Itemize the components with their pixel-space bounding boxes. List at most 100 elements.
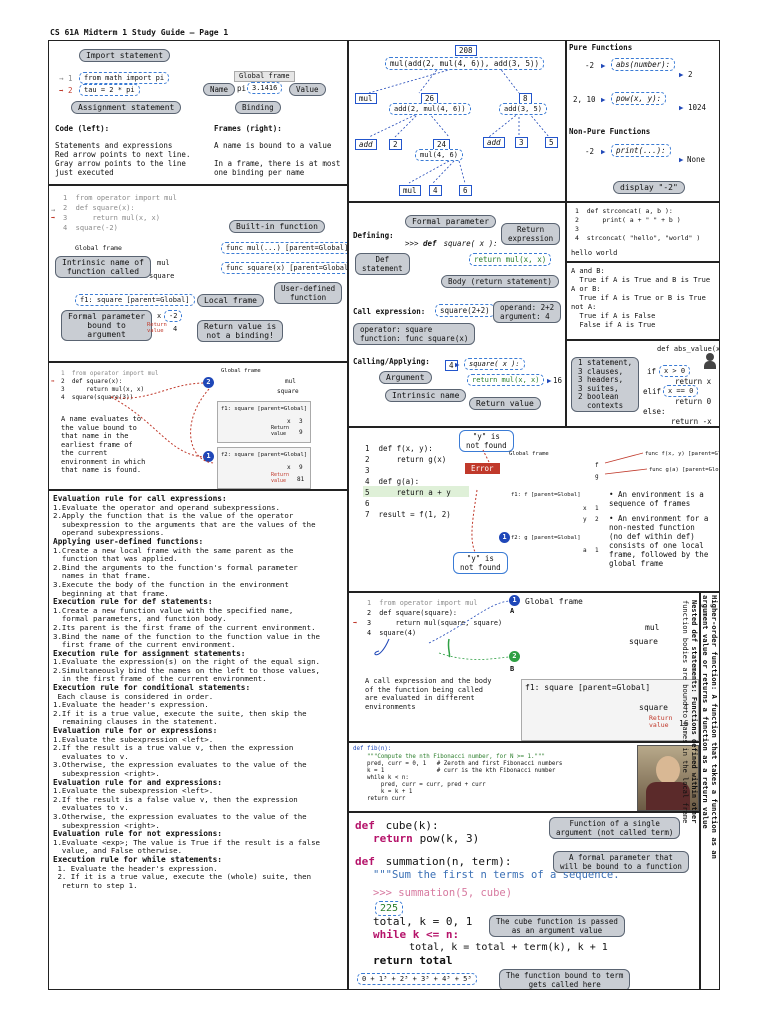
def-statement-label: Def statement	[355, 253, 410, 275]
return-line: return mul(x, x)	[469, 253, 552, 266]
code-line: 2 def square(square):	[367, 609, 458, 617]
red-arrow: ➡ 2	[59, 86, 73, 95]
panel-call-environments: 1 from operator import mul 2 def square(…	[348, 592, 700, 742]
single-argument-note: Function of a single argument (not calle…	[549, 817, 681, 839]
code-line: 2 def square(x):	[63, 204, 135, 212]
gray-arrow: →	[51, 206, 56, 214]
boolean-text: A and B: True if A is True and B is True…	[571, 267, 711, 329]
operator-label: operator: square function: func square(x…	[353, 323, 476, 345]
dependency-arrows	[110, 382, 216, 464]
code-line: 3	[575, 225, 579, 233]
applied-return-line: return mul(x, x)	[467, 374, 545, 386]
tree-operator-mul: mul	[399, 185, 421, 196]
term-called-note: The function bound to term gets called h…	[499, 969, 631, 989]
panel-expression-tree: 208 mul(add(2, mul(4, 6)), add(3, 5)) mu…	[348, 40, 566, 202]
rule-line: 3.Otherwise, the expression evaluates to…	[53, 760, 307, 770]
code-line: 6	[365, 499, 370, 508]
update-line: total, k = total + term(k), k + 1	[385, 942, 608, 953]
rule-line: 1.Evaluate the subexpression <left>.	[53, 734, 214, 744]
return-label: Return value	[271, 472, 290, 484]
code-line: return curr	[353, 796, 406, 802]
step-circle: 1	[499, 532, 510, 543]
rule-line: 1.Evaluate <exp>; The value is True if t…	[53, 837, 320, 847]
rule-line: evaluates to v.	[53, 803, 129, 813]
return-value: 81	[297, 476, 305, 483]
return-total-line: return total	[373, 954, 453, 967]
name-evaluation-note: A name evaluates to the value bound to t…	[61, 415, 146, 474]
square-name: square	[629, 637, 658, 646]
a-value: 1	[595, 547, 599, 554]
pure-heading: Pure Functions	[569, 43, 633, 52]
code-line-2: tau = 2 * pi	[79, 84, 140, 96]
frame-f2	[217, 447, 311, 489]
square-param-value: 4	[683, 703, 688, 712]
arrow-icon: ▶	[547, 376, 552, 385]
code-line: 1 from operator import mul	[61, 370, 159, 377]
if-condition: x > 0	[659, 365, 691, 377]
tree-leaf-2: 2	[389, 139, 402, 150]
page-title: CS 61A Midterm 1 Study Guide — Page 1	[50, 28, 229, 37]
else-return: return -x	[671, 417, 712, 426]
rule-heading: Evaluation rule for and expressions:	[53, 777, 222, 787]
rule-line: 2.If the result is a true value v, then …	[53, 743, 294, 753]
mul-name: mul	[285, 378, 296, 385]
builtin-function-label: Built-in function	[229, 220, 325, 233]
x-value: 3	[299, 418, 303, 425]
lookup-arrows	[471, 449, 648, 553]
code-line: 5 return a + y	[365, 488, 451, 497]
rule-line: in the first frame of the current enviro…	[53, 674, 267, 684]
square-name: square	[149, 272, 175, 280]
g-name: g	[595, 473, 599, 480]
highlighted-line	[363, 486, 469, 497]
code-line: 4 strconcat( "hello", "world" )	[575, 234, 701, 242]
formal-parameter-label: Formal parameter bound to argument	[61, 310, 153, 341]
x-value: 1	[595, 505, 599, 512]
if-keyword: if	[647, 367, 657, 376]
if-return: return x	[675, 377, 712, 386]
rule-line: 1. Evaluate the header's expression.	[53, 863, 218, 873]
return-value: 16	[679, 719, 689, 728]
rule-line: Each clause is considered in order.	[53, 691, 214, 701]
arrow-icon: ▶	[679, 103, 684, 112]
rule-line: remaining clauses in the statement.	[53, 717, 218, 727]
func-square-object: func square(x) [parent=Global]	[221, 262, 347, 274]
code-left-text: Statements and expressions Red arrow poi…	[55, 141, 191, 177]
x-value: -2	[164, 310, 183, 322]
code-line: 7 result = f(1, 2)	[365, 510, 451, 519]
side-line-4: function bodies are bound to names in th…	[681, 600, 689, 824]
code-line: 3	[365, 466, 370, 475]
rule-line: 1.Create a new function value with the s…	[53, 605, 294, 615]
tree-leaf-6: 6	[459, 185, 472, 196]
tree-operator-mul: mul	[355, 93, 377, 104]
bullet-environment: • An environment is a sequence of frames	[609, 490, 704, 508]
rule-line: 1.Create a new local frame with the same…	[53, 545, 294, 555]
global-frame-label: Global frame	[525, 597, 583, 606]
print-function: print(...):	[611, 144, 671, 157]
tree-root-value: 208	[455, 45, 477, 56]
rule-line: 3.Otherwise, the expression evaluates to…	[53, 811, 307, 821]
elif-condition: x == 0	[663, 385, 699, 397]
name-label: Name	[203, 83, 236, 96]
code-line: 4 def g(a):	[365, 477, 420, 486]
tree-edges	[368, 66, 550, 184]
nonpure-output: None	[687, 155, 706, 164]
defining-label: Defining:	[353, 231, 394, 240]
tree-operator-add: add	[483, 137, 505, 148]
pure-input-1: -2	[585, 61, 595, 70]
abs-value-title: def abs_value(x):	[657, 345, 720, 353]
return-value: 9	[299, 429, 303, 436]
arrow-icon: ▶	[679, 70, 684, 79]
panel-def-call-apply: Defining: Formal parameter Return expres…	[348, 202, 566, 427]
argument-value: 4	[445, 360, 458, 371]
panel-higher-order: def cube(k): return pow(k, 3) Function o…	[348, 812, 700, 990]
func-mul-object: func mul(...) [parent=Global]	[221, 242, 347, 254]
code-line: 1 def f(x, y):	[365, 444, 433, 453]
x-name: x	[287, 418, 291, 425]
binding-value: 3.1416	[247, 82, 283, 94]
person-icon	[703, 353, 717, 369]
arrow-icon: ▶	[679, 155, 684, 164]
rule-line: 2.If it is a true value, execute the sui…	[53, 708, 307, 718]
rule-line: 2.Bind the arguments to the function's f…	[53, 562, 298, 572]
arrow-icon: ▶	[455, 360, 460, 369]
return-not-binding-label: Return value is not a binding!	[197, 320, 284, 342]
